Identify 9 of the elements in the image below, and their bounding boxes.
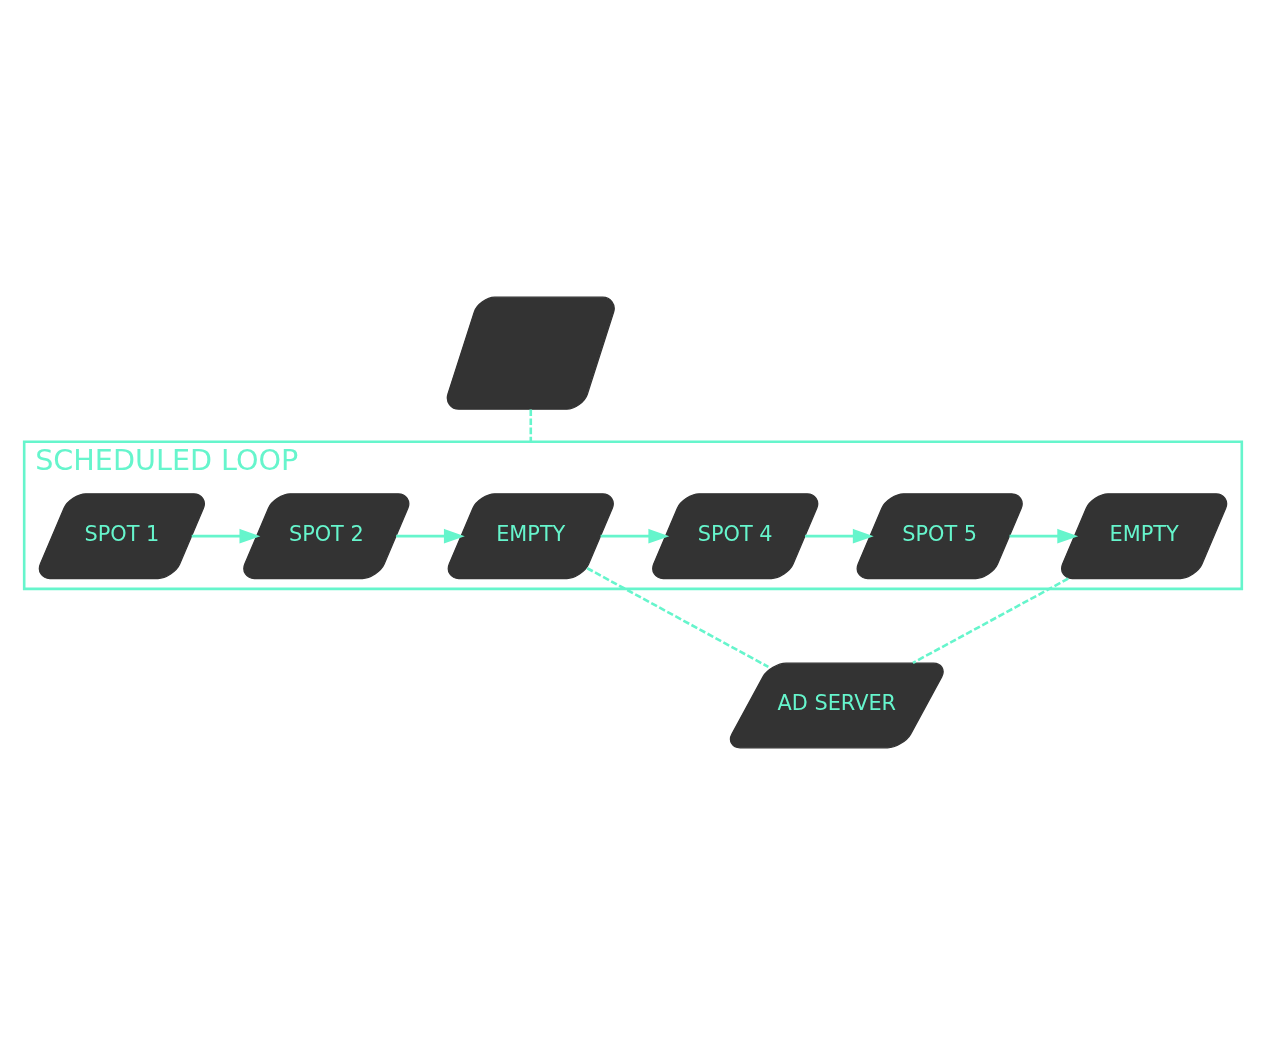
arrow — [396, 528, 465, 543]
connector — [586, 566, 769, 668]
arrow — [1009, 528, 1079, 543]
arrow — [600, 528, 670, 543]
node-billboard — [446, 296, 615, 410]
arrow — [191, 528, 261, 543]
connector — [912, 577, 1069, 664]
arrow — [805, 528, 874, 543]
connector — [529, 409, 533, 442]
